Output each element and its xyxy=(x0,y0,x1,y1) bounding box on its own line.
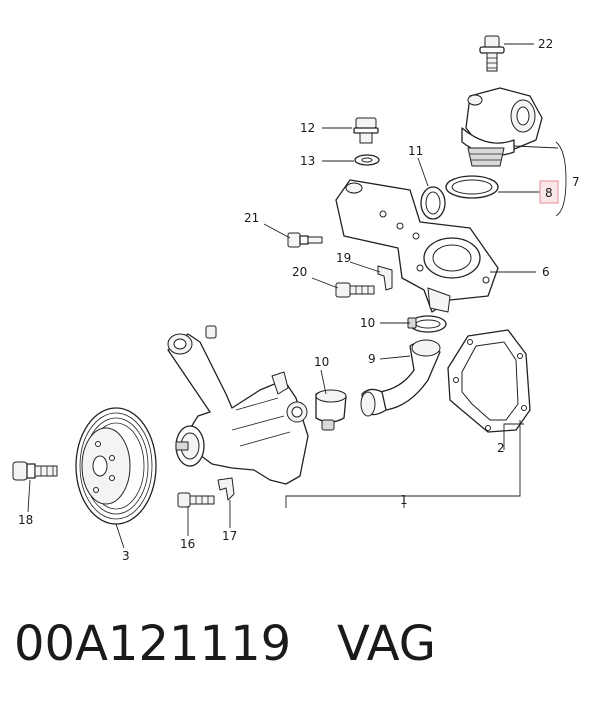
callout-11[interactable]: 11 xyxy=(408,144,423,158)
callout-13[interactable]: 13 xyxy=(300,154,315,168)
callout-8[interactable]: 8 xyxy=(545,186,553,200)
part-9-coolant-hose xyxy=(360,339,441,417)
callout-12[interactable]: 12 xyxy=(300,121,315,135)
part-number: 00A121119 xyxy=(14,616,292,672)
callout-20[interactable]: 20 xyxy=(292,265,307,279)
part-10-hose-clamp-lower xyxy=(315,389,347,431)
callout-19[interactable]: 19 xyxy=(336,251,351,265)
part-1-water-pump xyxy=(167,325,309,485)
part-7-thermostat-housing xyxy=(461,87,543,167)
part-number-caption: 00A121119 VAG xyxy=(14,620,436,668)
part-19-clip xyxy=(377,265,393,291)
callout-3[interactable]: 3 xyxy=(122,549,130,563)
part-11-seal xyxy=(420,186,446,220)
callout-21[interactable]: 21 xyxy=(244,211,259,225)
part-17-clip xyxy=(217,477,235,501)
part-21-bolt xyxy=(287,232,323,248)
part-8-o-ring xyxy=(445,175,499,199)
part-13-washer xyxy=(354,154,380,166)
part-18-bolt xyxy=(12,461,58,481)
callout-labels: 22 12 13 11 7 8 6 21 19 20 10 9 10 2 1 1… xyxy=(18,37,580,563)
brand-name: VAG xyxy=(336,616,436,672)
callout-16[interactable]: 16 xyxy=(180,537,195,551)
leader-lines xyxy=(27,43,567,549)
callout-8-highlight[interactable] xyxy=(539,180,559,204)
part-6-coolant-flange xyxy=(335,179,499,313)
callout-10-lower[interactable]: 10 xyxy=(314,355,329,369)
callout-10-upper[interactable]: 10 xyxy=(360,316,375,330)
exploded-parts-diagram: 22 12 13 11 7 8 6 21 19 20 10 9 10 2 1 1… xyxy=(12,35,580,563)
part-22-bolt xyxy=(479,35,505,72)
callout-22[interactable]: 22 xyxy=(538,37,553,51)
callout-9[interactable]: 9 xyxy=(368,352,376,366)
callout-1[interactable]: 1 xyxy=(400,493,408,507)
callout-18[interactable]: 18 xyxy=(18,513,33,527)
part-2-gasket xyxy=(447,329,531,433)
part-20-bolt xyxy=(335,282,375,298)
callout-17[interactable]: 17 xyxy=(222,529,237,543)
callout-6[interactable]: 6 xyxy=(542,265,550,279)
part-10-hose-clamp-upper xyxy=(407,315,447,333)
callout-7[interactable]: 7 xyxy=(572,175,580,189)
part-16-bolt xyxy=(177,492,215,508)
part-3-pulley xyxy=(75,407,157,525)
callout-2[interactable]: 2 xyxy=(497,441,505,455)
part-12-plug xyxy=(353,117,379,144)
